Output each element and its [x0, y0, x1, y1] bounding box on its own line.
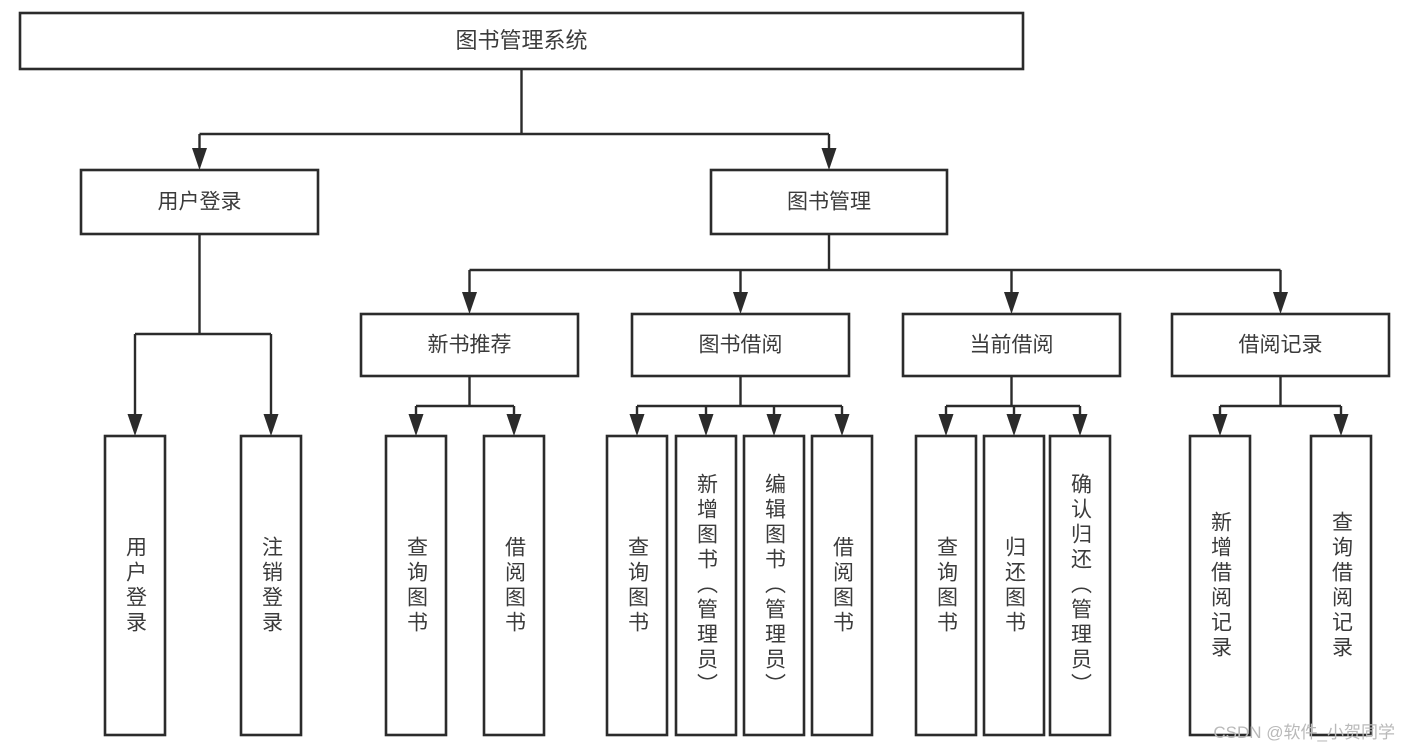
arrow-head-icon — [1333, 414, 1349, 436]
arrow-head-icon — [1004, 292, 1019, 314]
node-borrow-record[interactable]: 借阅记录 — [1170, 312, 1391, 378]
node-book-borrow[interactable]: 图书借阅 — [630, 312, 851, 378]
node-leaf-user-login[interactable] — [103, 434, 167, 737]
node-leaf-add-record[interactable] — [1188, 434, 1252, 737]
arrow-head-icon — [629, 414, 645, 436]
node-current-borrow[interactable]: 当前借阅 — [901, 312, 1122, 378]
node-leaf-edit-book[interactable] — [742, 434, 806, 737]
node-root[interactable]: 图书管理系统 — [18, 11, 1025, 71]
node-label: 新书推荐 — [428, 334, 512, 357]
node-box — [18, 11, 1025, 71]
node-book-manage[interactable]: 图书管理 — [709, 168, 949, 236]
node-box — [384, 434, 448, 737]
arrow-head-icon — [938, 414, 954, 436]
arrow-head-icon — [821, 148, 837, 170]
node-leaf-query-book-1[interactable] — [384, 434, 448, 737]
arrow-head-icon — [506, 414, 522, 436]
node-box — [674, 434, 738, 737]
node-box — [810, 434, 874, 737]
arrow-head-icon — [1072, 414, 1088, 436]
arrow-head-icon — [192, 148, 207, 170]
node-leaf-borrow-book-1[interactable] — [482, 434, 546, 737]
node-box — [1048, 434, 1112, 737]
node-box — [482, 434, 546, 737]
arrow-head-icon — [733, 292, 748, 314]
arrow-head-icon — [766, 414, 782, 436]
node-box — [914, 434, 978, 737]
node-box — [1188, 434, 1252, 737]
node-box — [103, 434, 167, 737]
node-label: 图书管理系统 — [455, 28, 587, 53]
arrow-head-icon — [834, 414, 850, 436]
node-label: 用户登录 — [158, 191, 242, 214]
arrow-head-icon — [263, 414, 279, 436]
arrow-head-icon — [1273, 292, 1288, 314]
node-user-login[interactable]: 用户登录 — [79, 168, 320, 236]
node-leaf-borrow-book-2[interactable] — [810, 434, 874, 737]
arrow-head-icon — [1006, 414, 1022, 436]
node-label: 图书管理 — [787, 191, 871, 214]
node-leaf-query-book-2[interactable] — [605, 434, 669, 737]
node-leaf-return-book[interactable] — [982, 434, 1046, 737]
arrow-head-icon — [462, 292, 477, 314]
node-label: 图书借阅 — [699, 334, 783, 357]
node-box — [1309, 434, 1373, 737]
node-new-book-rec[interactable]: 新书推荐 — [359, 312, 580, 378]
node-label: 当前借阅 — [970, 334, 1054, 357]
arrow-head-icon — [408, 414, 424, 436]
node-label: 借阅记录 — [1239, 334, 1323, 357]
node-box — [239, 434, 303, 737]
csdn-watermark: CSDN @软件_小贺同学 — [1213, 723, 1395, 742]
node-box — [901, 312, 1122, 378]
node-box — [605, 434, 669, 737]
node-leaf-logout[interactable] — [239, 434, 303, 737]
node-leaf-confirm-return[interactable] — [1048, 434, 1112, 737]
node-box — [1170, 312, 1391, 378]
arrow-head-icon — [1212, 414, 1228, 436]
node-leaf-query-record[interactable] — [1309, 434, 1373, 737]
node-box — [359, 312, 580, 378]
node-leaf-add-book[interactable] — [674, 434, 738, 737]
node-box — [709, 168, 949, 236]
connector-lines-layer — [127, 69, 1349, 436]
node-box — [742, 434, 806, 737]
node-box — [982, 434, 1046, 737]
arrow-head-icon — [698, 414, 714, 436]
arrow-head-icon — [127, 414, 143, 436]
node-leaf-query-book-3[interactable] — [914, 434, 978, 737]
node-box — [79, 168, 320, 236]
node-box — [630, 312, 851, 378]
